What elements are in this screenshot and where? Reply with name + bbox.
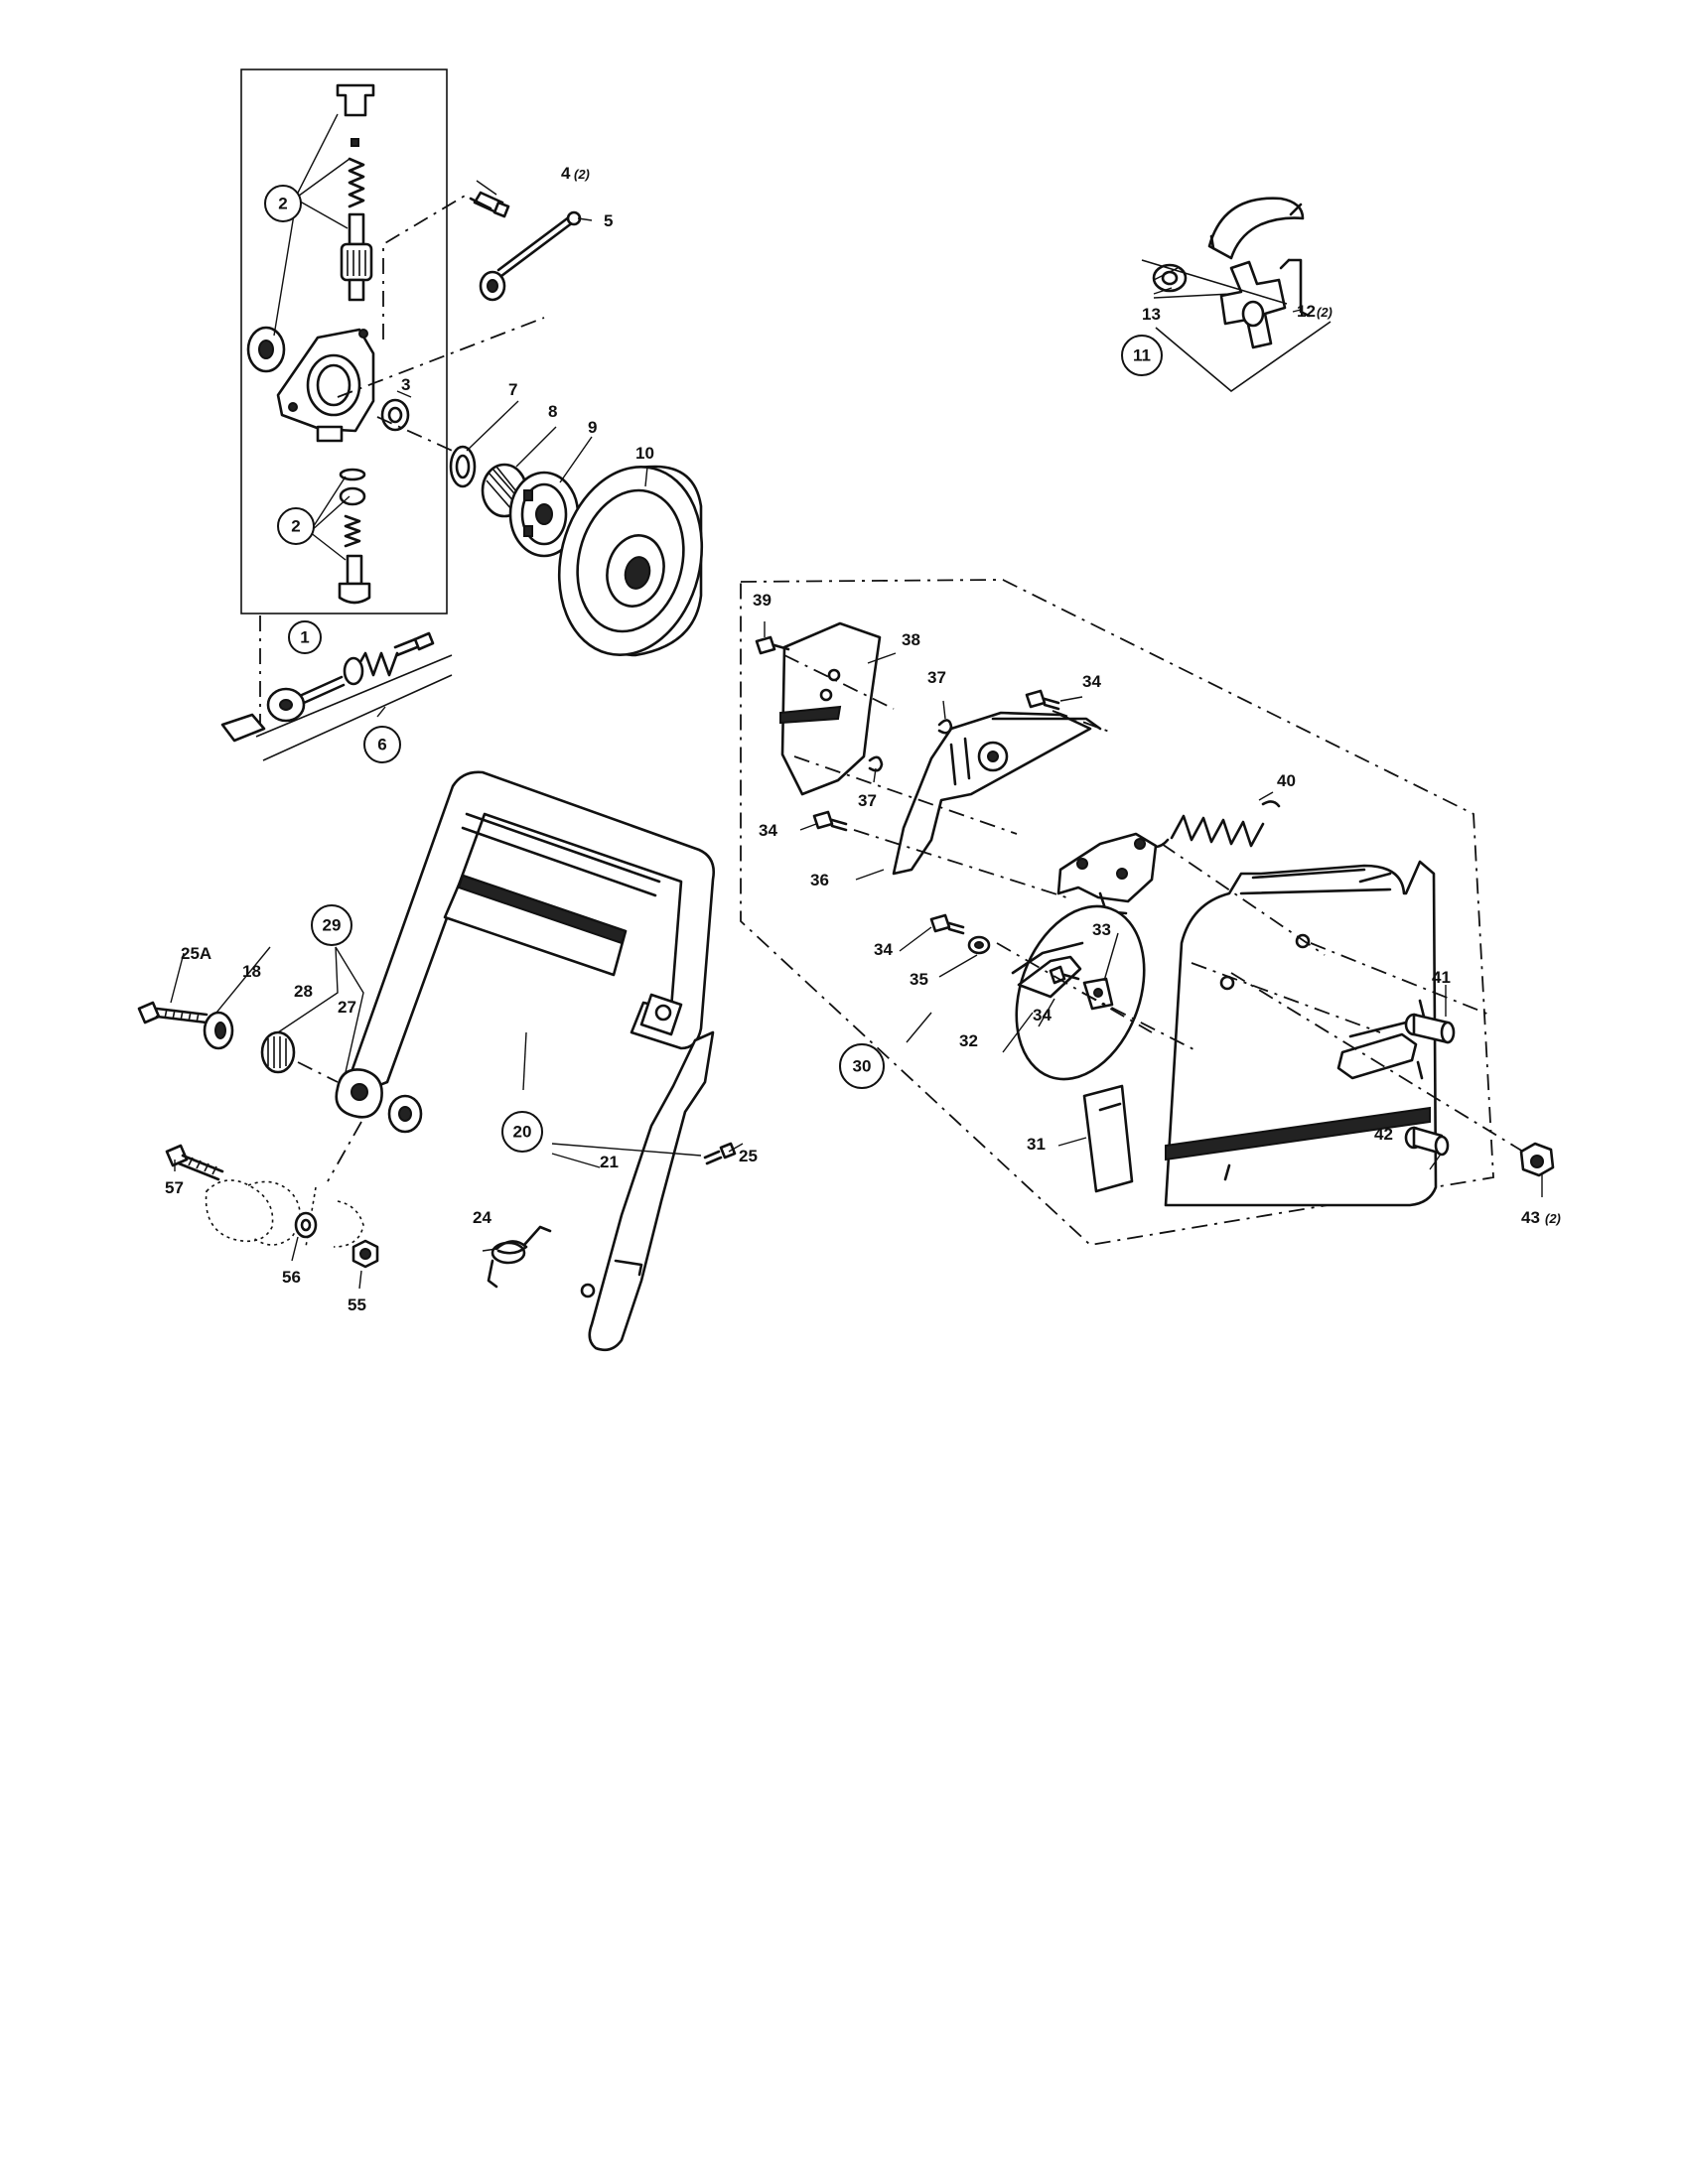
spring-33	[1082, 977, 1114, 1011]
washer-27-area	[387, 1094, 423, 1134]
brake-arm-35	[1017, 955, 1082, 999]
label-37-top: 37	[927, 668, 946, 687]
screw-4	[469, 191, 510, 218]
label-34-left: 34	[759, 821, 777, 840]
label-43-qty: (2)	[1545, 1211, 1561, 1226]
label-12: 12	[1297, 302, 1316, 321]
label-13: 13	[1142, 305, 1161, 324]
label-3: 3	[401, 375, 410, 394]
callout-20: 20	[501, 1111, 543, 1153]
brake-toggle	[1056, 832, 1158, 915]
label-4: 4	[561, 164, 571, 183]
label-5: 5	[604, 211, 613, 230]
callout-label: 11	[1133, 346, 1151, 365]
screw-39	[755, 635, 790, 655]
label-41: 41	[1432, 968, 1451, 987]
label-43: 43	[1521, 1208, 1540, 1227]
label-12-qty: (2)	[1317, 305, 1333, 320]
spring-40	[1146, 800, 1281, 849]
callout-30: 30	[839, 1043, 885, 1089]
label-25A: 25A	[181, 944, 211, 963]
label-21: 21	[600, 1153, 619, 1171]
callout-11: 11	[1121, 335, 1163, 376]
brake-drum-32	[1011, 904, 1146, 1081]
label-25: 25	[739, 1147, 758, 1165]
adjuster-rod-5	[479, 210, 582, 302]
callout-label: 29	[323, 916, 342, 935]
label-39: 39	[753, 591, 772, 610]
label-31: 31	[1027, 1135, 1046, 1154]
label-27: 27	[338, 998, 356, 1017]
screw-34-top	[1025, 689, 1060, 711]
screw-34-left	[812, 810, 848, 832]
callout-1: 1	[288, 620, 322, 654]
callout-2-top: 2	[264, 185, 302, 222]
stud-41	[1404, 1013, 1456, 1044]
adjuster-assembly-6	[220, 631, 453, 761]
label-37-mid: 37	[858, 791, 877, 810]
label-28: 28	[294, 982, 313, 1001]
leader-lines	[170, 113, 1543, 1290]
bolt-57	[165, 1144, 224, 1181]
label-8: 8	[548, 402, 557, 421]
brake-parts-11-12-13	[1141, 197, 1332, 393]
oil-pump-parts	[246, 83, 410, 605]
brake-lever-36	[892, 711, 1102, 876]
chain-brake-handle-20	[335, 770, 715, 1119]
clutch-drum-10	[557, 465, 704, 657]
circlip-37a	[937, 719, 953, 735]
clutch-cover	[1164, 860, 1438, 1207]
callout-2-bottom: 2	[277, 507, 315, 545]
ghost-parts	[205, 1179, 364, 1248]
label-34-mid: 34	[874, 940, 893, 959]
callout-29: 29	[311, 904, 352, 946]
washer-56	[294, 1211, 318, 1239]
callout-6: 6	[363, 726, 401, 763]
nut-55	[351, 1239, 379, 1269]
screw-34-inner	[1049, 965, 1080, 985]
label-56: 56	[282, 1268, 301, 1287]
callout-label: 30	[853, 1057, 872, 1076]
label-55: 55	[348, 1296, 366, 1314]
label-4-qty: (2)	[574, 167, 590, 182]
label-32: 32	[959, 1031, 978, 1050]
screw-25	[703, 1142, 737, 1165]
spring-24	[487, 1225, 552, 1289]
oil-pump-assembly-box	[240, 68, 448, 614]
brake-link-21	[580, 1030, 715, 1352]
pivot-stack	[137, 1001, 362, 1182]
screw-34-mid	[929, 913, 991, 955]
callout-label: 2	[291, 517, 300, 536]
label-18: 18	[242, 962, 261, 981]
label-57: 57	[165, 1178, 184, 1197]
callout-label: 20	[513, 1123, 532, 1142]
rim-sprocket-9	[508, 471, 580, 558]
plate-31	[1082, 1084, 1134, 1193]
label-42: 42	[1374, 1125, 1393, 1144]
label-38: 38	[902, 630, 920, 649]
label-34-top: 34	[1082, 672, 1101, 691]
callout-label: 1	[300, 628, 309, 647]
label-40: 40	[1277, 771, 1296, 790]
washer-7	[449, 445, 477, 488]
callout-label: 2	[278, 195, 287, 213]
label-9: 9	[588, 418, 597, 437]
label-10: 10	[635, 444, 654, 463]
label-34-inner: 34	[1033, 1006, 1052, 1024]
nut-43	[1519, 1142, 1555, 1177]
stud-42	[1404, 1126, 1450, 1157]
label-36: 36	[810, 871, 829, 889]
label-33: 33	[1092, 920, 1111, 939]
callout-label: 6	[377, 736, 386, 754]
label-7: 7	[508, 380, 517, 399]
label-24: 24	[473, 1208, 491, 1227]
label-35: 35	[910, 970, 928, 989]
